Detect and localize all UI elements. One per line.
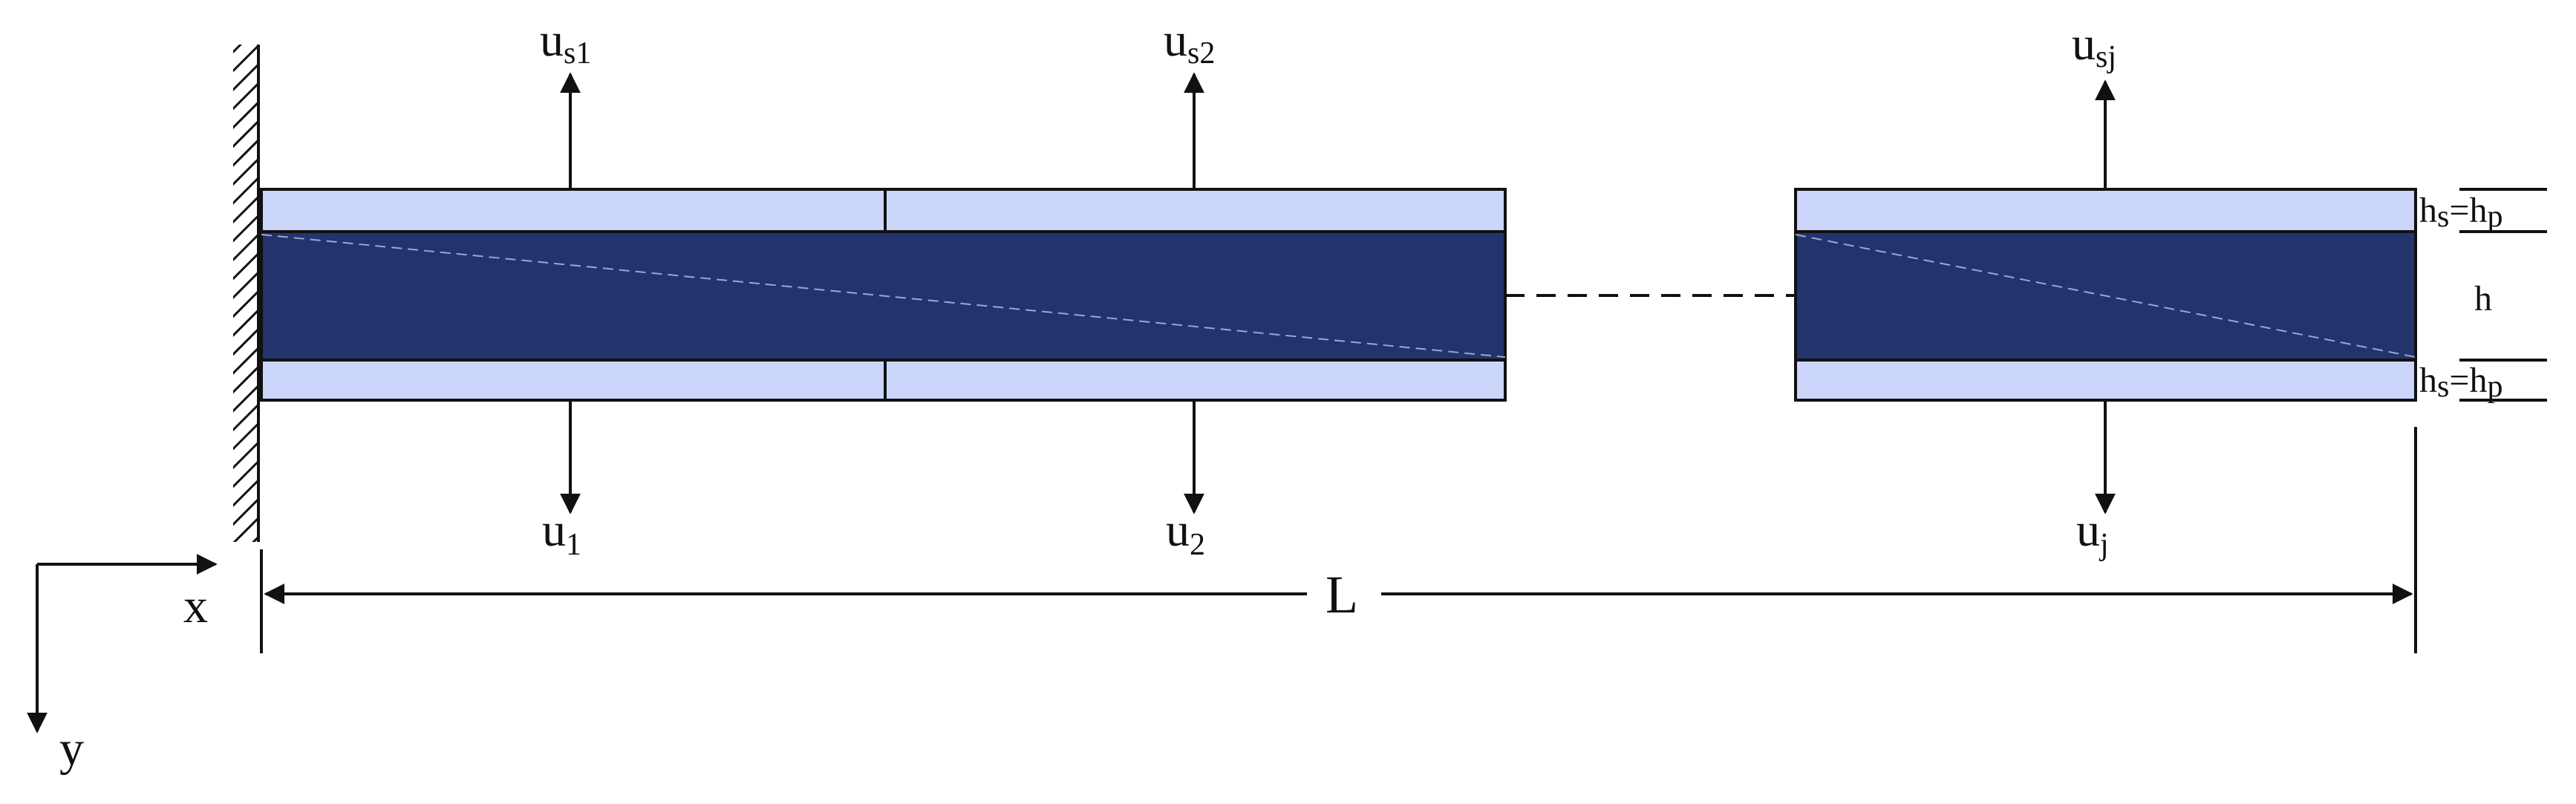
beam-segment-right: [1794, 188, 2417, 402]
top-sensor-layer-1: [260, 188, 887, 233]
bottom-layer-thickness-label: hs=hp: [2419, 361, 2502, 404]
bottom-actuator-layer-1: [260, 359, 887, 402]
sensor-label-j: usj: [2072, 17, 2116, 74]
core-thickness-label: h: [2474, 279, 2492, 318]
thickness-labels: hs=hp h hs=hp: [2419, 188, 2547, 404]
bottom-actuator-layer-2: [884, 359, 1507, 402]
length-dimension: L: [260, 427, 2417, 653]
wall-hatch-icon: [233, 45, 258, 542]
core-diagonal-right: [1795, 234, 2416, 358]
top-sensor-layer-2: [884, 188, 1507, 233]
actuator-arrows: [560, 400, 2116, 514]
top-sensor-layer-j: [1794, 188, 2417, 233]
top-layer-thickness-label: hs=hp: [2419, 191, 2502, 234]
sensor-label-2: us2: [1164, 13, 1215, 71]
coordinate-axes: x y: [27, 554, 218, 776]
actuator-label-2: u2: [1166, 503, 1205, 562]
length-label: L: [1326, 565, 1358, 624]
clamped-wall: [233, 45, 260, 542]
bottom-actuator-layer-j: [1794, 359, 2417, 402]
actuator-label-1: u1: [542, 503, 581, 562]
beam-segment-left: [260, 188, 1507, 402]
core-diagonal-left: [261, 234, 1506, 358]
sensor-arrows: [560, 72, 2116, 189]
actuator-label-j: uj: [2076, 503, 2109, 562]
x-axis-label: x: [183, 579, 208, 633]
sensor-label-1: us1: [540, 13, 591, 71]
y-axis-label: y: [59, 722, 84, 776]
